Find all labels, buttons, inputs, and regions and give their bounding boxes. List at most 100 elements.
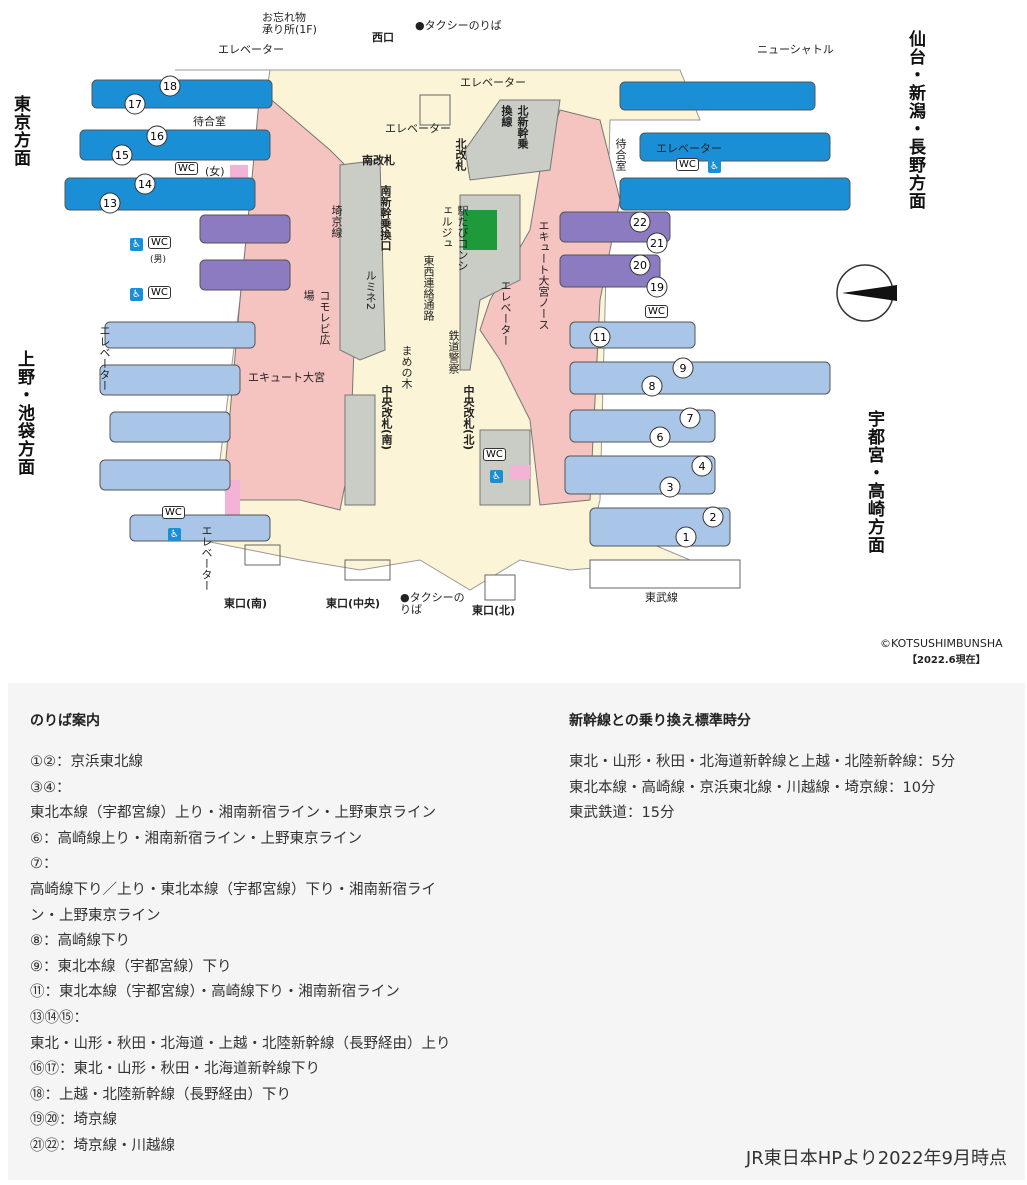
platform-shinkansen <box>619 81 816 111</box>
platform-number-badge <box>649 426 671 448</box>
wc-sign: WC <box>148 236 171 249</box>
platform-number-badge <box>589 326 611 348</box>
info-line: 高崎線下り／上り・東北本線（宇都宮線）下り・湘南新宿ライ <box>30 881 436 898</box>
east-exit-center-label: 東口(中央) <box>326 597 381 610</box>
direction-sendai-niigata-nagano: 仙台・新潟・長野方面 <box>905 30 925 210</box>
platform-conventional <box>99 364 241 396</box>
ekiute-north-label: エキュート大宮ノース <box>537 220 550 330</box>
waiting-room-label: 待合室 <box>614 138 627 171</box>
central-gate-south-area <box>344 394 376 506</box>
south-gate-label: 南改札 <box>362 154 395 167</box>
platform-number: 14 <box>138 178 152 191</box>
lost-and-found-label: お忘れ物 承り所(1F) <box>262 11 317 37</box>
source-credit: JR東日本HPより2022年9月時点 <box>745 1148 1007 1169</box>
east-exit-north-label: 東口(北) <box>472 604 516 617</box>
north-transfer-area <box>464 99 561 181</box>
wc-sign: WC <box>148 286 171 299</box>
platform-number: 2 <box>710 511 717 524</box>
wc-female-label: (女) <box>205 165 225 178</box>
info-line: 東北・山形・秋田・北海道新幹線と上越・北陸新幹線：5分 <box>569 754 956 770</box>
info-line: ⑪：東北本線（宇都宮線）・高崎線下り・湘南新宿ライン <box>30 984 400 1001</box>
platform-number-badge <box>111 144 133 166</box>
taxi-west-label: ●タクシーのりば <box>415 19 502 32</box>
info-line: ⑦： <box>30 856 58 873</box>
platform-conventional <box>569 321 696 349</box>
platform-conventional <box>99 459 231 491</box>
transfer-title: 新幹線との乗り換え標準時分 <box>569 713 751 729</box>
elevator-label: エレベーター <box>385 122 451 135</box>
platform-number-badge <box>702 506 724 528</box>
platform-conventional <box>129 514 271 542</box>
east-exit-south-label: 東口(南) <box>224 597 268 610</box>
green-window <box>463 210 497 250</box>
platform-conventional <box>104 321 256 349</box>
north-gate-label: 北改札 <box>454 138 467 171</box>
platform-number: 11 <box>593 331 607 344</box>
platform-number: 17 <box>128 98 142 111</box>
central-gate-north-label: 中央改札(北) <box>462 385 475 451</box>
platform-saikyo <box>199 214 291 244</box>
wc-sign: WC <box>162 506 185 519</box>
platform-number: 8 <box>649 380 656 393</box>
platform-number-badge <box>146 125 168 147</box>
platform-number: 19 <box>650 281 664 294</box>
saikyo-line-label: 埼京線 <box>330 205 343 238</box>
mame-tree-label: まめの木 <box>400 345 413 389</box>
direction-tokyo: 東京方面 <box>10 95 30 167</box>
accessible-icon: ♿ <box>130 288 143 301</box>
platform-number-badge <box>646 232 668 254</box>
pink-mark <box>510 465 530 479</box>
info-line: ⑯⑰：東北・山形・秋田・北海道新幹線下り <box>30 1061 320 1078</box>
elevator-label: エレベーター <box>656 142 722 155</box>
platform-number-badge <box>675 526 697 548</box>
date-label: 【2022.6現在】 <box>907 655 986 666</box>
platform-number-badge <box>629 211 651 233</box>
accessible-icon: ♿ <box>168 528 181 541</box>
accessible-icon: ♿ <box>708 160 721 173</box>
platform-number: 22 <box>633 216 647 229</box>
platform-shinkansen <box>639 132 831 162</box>
lumine2-label: ルミネ2 <box>364 270 377 310</box>
platform-number: 21 <box>650 237 664 250</box>
platform-number-badge <box>691 455 713 477</box>
platform-shinkansen <box>79 129 271 161</box>
tobu-line-label: 東武線 <box>645 591 678 604</box>
platform-number-badge <box>124 93 146 115</box>
west-exit-label: 西口 <box>372 31 394 44</box>
info-line: ⑲⑳：埼京線 <box>30 1112 117 1129</box>
accessible-icon: ♿ <box>130 238 143 251</box>
transfer-list: 東北・山形・秋田・北海道新幹線と上越・北陸新幹線：5分東北本線・高崎線・京浜東北… <box>569 750 955 827</box>
info-line: ⑧：高崎線下り <box>30 933 130 950</box>
info-line: ③④： <box>30 779 71 796</box>
compass-icon <box>836 264 897 322</box>
elevator-label: エレベーター <box>460 76 526 89</box>
platform-number: 3 <box>667 481 674 494</box>
platform-number: 13 <box>103 197 117 210</box>
info-line: 東北・山形・秋田・北海道・上越・北陸新幹線（長野経由）上り <box>30 1035 451 1052</box>
comorebi-plaza-label: コモレビ広場 <box>302 290 331 345</box>
platform-shinkansen <box>619 177 851 211</box>
elevator-label: エレベーター <box>218 43 284 56</box>
platform-conventional <box>109 411 231 443</box>
direction-utsunomiya-takasaki: 宇都宮・高崎方面 <box>864 410 884 554</box>
waiting-room-label: 待合室 <box>193 115 226 128</box>
wc-male-label: (男) <box>150 255 167 265</box>
platform-shinkansen <box>91 79 273 109</box>
platform-number-badge <box>679 407 701 429</box>
platform-number: 6 <box>657 431 664 444</box>
platform-shinkansen <box>64 177 256 211</box>
platform-number-badge <box>134 173 156 195</box>
platform-number-badge <box>159 75 181 97</box>
railway-police-label: 鉄道警察 <box>447 330 460 374</box>
ekiute-omiya-label: エキュート大宮 <box>248 371 325 384</box>
info-line: ①②：京浜東北線 <box>30 754 143 770</box>
concierge-label: 駅たびコンシェルジュ <box>440 205 469 271</box>
info-line: ン・上野東京ライン <box>30 907 161 924</box>
info-line: ㉑㉒：埼京線・川越線 <box>30 1137 175 1154</box>
